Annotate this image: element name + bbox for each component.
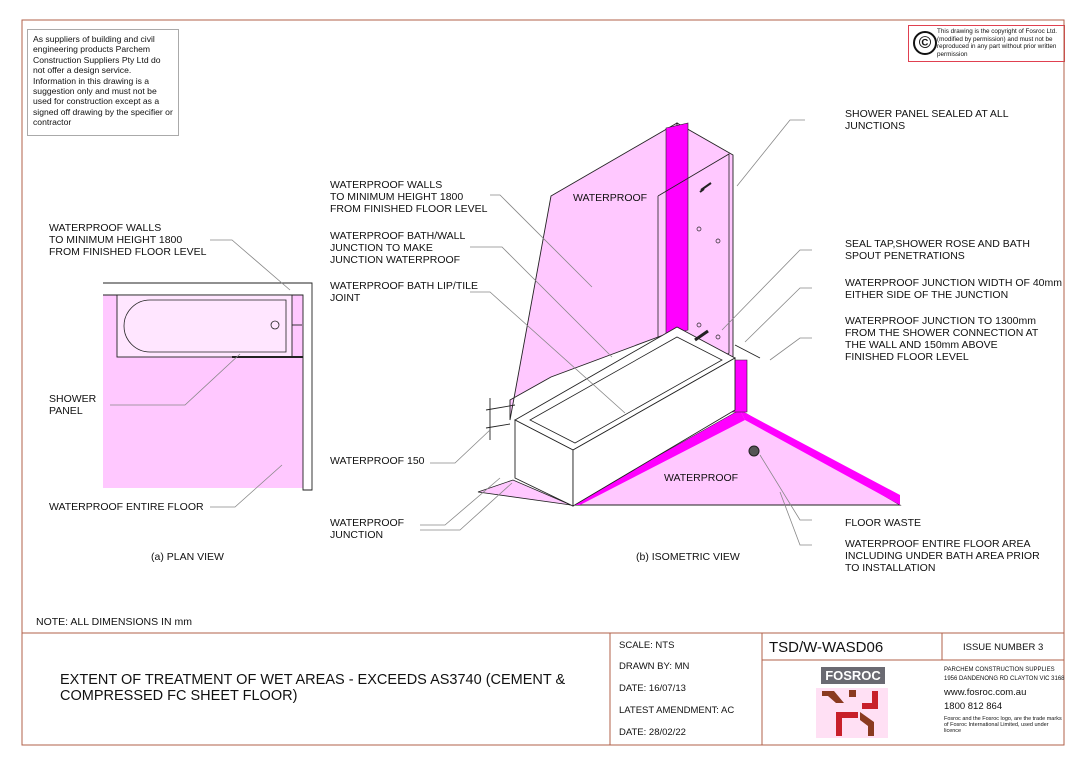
copyright-box: © This drawing is the copyright of Fosro…: [908, 25, 1065, 62]
trademark-note: Fosroc and the Fosroc logo, are the trad…: [944, 716, 1062, 734]
company-address: 1956 DANDENONG RD CLAYTON VIC 3168: [944, 676, 1065, 682]
disclaimer-note: As suppliers of building and civil engin…: [27, 29, 179, 136]
phone: 1800 812 864: [944, 701, 1002, 712]
fosroc-logo: FOSROC: [816, 667, 888, 738]
issue-number: ISSUE NUMBER 3: [963, 642, 1043, 653]
iso-junction-floor: [477, 479, 572, 506]
latest-amendment: LATEST AMENDMENT: AC: [619, 705, 734, 716]
scale: SCALE: NTS: [619, 640, 674, 651]
iso-floor-waste-icon: [748, 445, 760, 457]
iso-tap-icon: [696, 226, 702, 232]
iso-bath-front: [572, 357, 736, 507]
plan-view-caption: (a) PLAN VIEW: [151, 551, 224, 563]
copyright-icon: ©: [913, 31, 937, 55]
iso-shower-rose-icon: [699, 182, 712, 193]
website: www.fosroc.com.au: [943, 687, 1026, 698]
iso-shower-panel: [657, 153, 730, 401]
plan-label-floor: WATERPROOF ENTIRE FLOOR: [49, 501, 204, 513]
iso-tap-icon: [715, 238, 721, 244]
iso-bath-spout-icon: [694, 329, 709, 342]
iso-tap-icon: [715, 334, 721, 340]
company-name: PARCHEM CONSTRUCTION SUPPLIES: [944, 667, 1055, 673]
iso-label-wp150: WATERPROOF 150: [330, 455, 425, 467]
drawn-by: DRAWN BY: MN: [619, 661, 690, 672]
iso-label-floor-waste: FLOOR WASTE: [845, 517, 921, 529]
iso-wall-waterproof-text: WATERPROOF: [573, 192, 647, 204]
iso-tap-icon: [696, 322, 702, 328]
plan-view: [103, 239, 313, 508]
plan-bath-drain: [270, 320, 280, 330]
iso-floor-waterproof-text: WATERPROOF: [664, 472, 738, 484]
iso-view-caption: (b) ISOMETRIC VIEW: [636, 551, 740, 563]
drawing-number: TSD/W-WASD06: [769, 639, 883, 656]
iso-wall-junction: [665, 122, 689, 336]
plan-bath: [116, 294, 293, 358]
iso-bath-basin: [529, 336, 723, 444]
sheet-frame: [21, 19, 1065, 746]
iso-floor-junction-right: [740, 410, 900, 505]
dimensions-note: NOTE: ALL DIMENSIONS IN mm: [36, 616, 192, 628]
date: DATE: 16/07/13: [619, 683, 686, 694]
amendment-date: DATE: 28/02/22: [619, 727, 686, 738]
drawing-title: EXTENT OF TREATMENT OF WET AREAS - EXCEE…: [60, 672, 566, 704]
title-block: [609, 633, 1064, 745]
isometric-view: [420, 119, 902, 546]
copyright-text: This drawing is the copyright of Fosroc …: [937, 28, 1058, 58]
logo-text: FOSROC: [825, 668, 881, 683]
plan-bath-inner: [123, 299, 287, 353]
